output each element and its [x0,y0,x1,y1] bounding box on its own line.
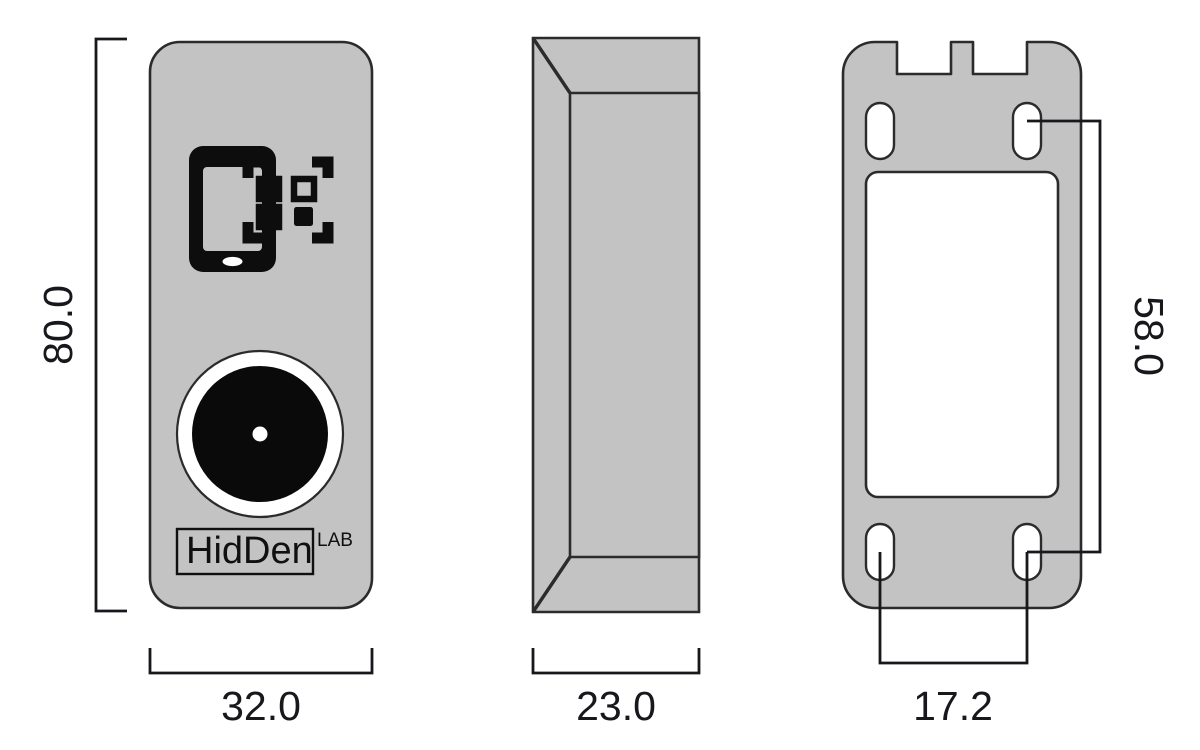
mounting-slot-top-left [864,101,896,161]
bracket-top-right [312,156,334,178]
button-center-dot [252,426,268,442]
dimension-bracket-32 [148,648,374,675]
dimension-label-23: 23.0 [576,683,656,729]
dimension-bracket-17-2 [878,552,1029,665]
front-view: HidDen LAB [148,40,374,610]
side-bevel-top [531,37,572,94]
dimension-slot-spacing-vertical: 58.0 [1027,119,1172,554]
side-bevel-bottom [531,556,572,613]
dimension-label-32: 32.0 [221,683,301,729]
phone-qr-scan-icon [189,146,334,272]
mounting-slot-top-right [1011,101,1043,161]
side-view [531,36,701,614]
logo-superscript-text: LAB [317,530,353,551]
qr-module-top-left [255,175,283,203]
qr-module-top-right [290,175,318,203]
bracket-bottom-right [312,222,334,244]
dimension-depth-side: 23.0 [531,648,701,729]
front-panel-body [148,40,374,610]
dimension-label-80: 80.0 [35,285,81,365]
bracket-top-left [242,156,264,178]
dimension-label-58: 58.0 [1126,296,1172,376]
dimension-height-front: 80.0 [35,37,127,613]
reader-button [175,349,345,519]
dimension-bracket-23 [531,648,701,675]
dimension-slot-spacing-horizontal: 17.2 [878,552,1029,729]
dimension-bracket-80 [94,37,127,613]
qr-module-bottom-left [255,203,283,231]
side-inner-face [568,91,701,559]
brand-logo: HidDen LAB [175,527,353,576]
center-cutout [864,170,1060,499]
bracket-bottom-left [242,222,264,244]
dimension-width-front: 32.0 [148,648,374,729]
dimension-bracket-58 [1027,119,1102,554]
qr-module-bottom-right-solid [294,207,313,226]
logo-brand-text: HidDen [186,530,313,572]
phone-home-indicator [222,256,243,267]
back-plate-view [841,40,1083,610]
logo-box [175,527,315,576]
dimension-label-17-2: 17.2 [913,683,993,729]
phone-body-shape [189,146,276,272]
scan-frame-brackets [242,156,334,244]
